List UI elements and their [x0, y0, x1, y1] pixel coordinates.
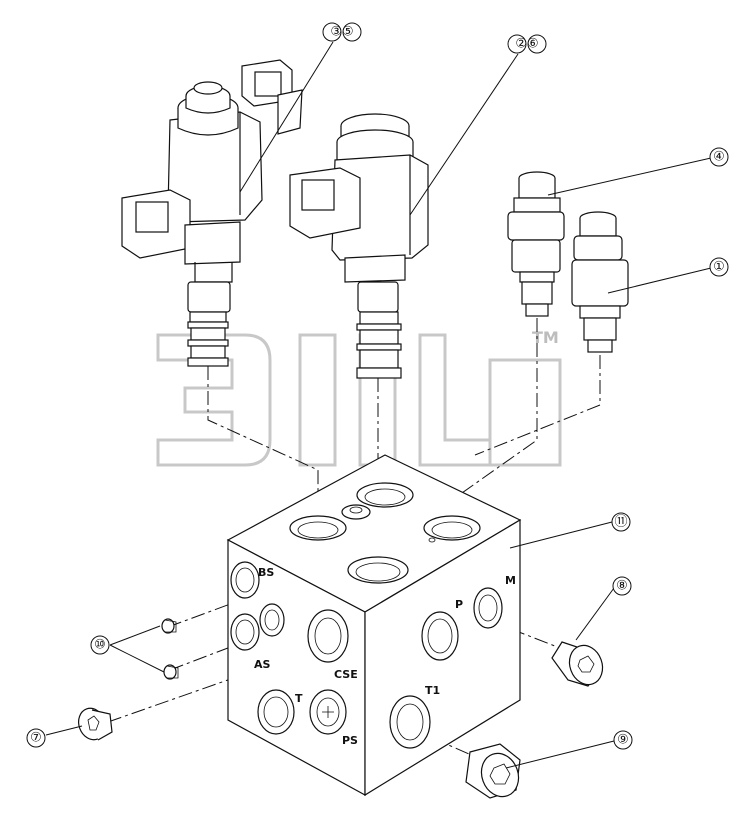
callout-3-5: ③⑤: [322, 22, 362, 42]
callout-label: ⑧: [616, 579, 628, 594]
port-label-bs: BS: [258, 566, 274, 579]
callout-10: ⑩: [90, 635, 110, 655]
plug-7: [78, 707, 113, 741]
orifice-10-upper: [161, 618, 177, 634]
solenoid-valve-left: [121, 59, 303, 367]
callout-7: ⑦: [26, 728, 46, 748]
callout-label: ⑩: [94, 638, 106, 653]
port-label-t: T: [295, 692, 303, 705]
port-label-as: AS: [254, 658, 271, 671]
callout-label: ⑦: [30, 731, 42, 746]
manifold-block: BS AS CSE P M T T1 PS: [226, 454, 522, 797]
callout-9: ⑨: [613, 730, 633, 750]
callout-label: ①: [713, 260, 725, 275]
callout-label: ②⑥: [515, 37, 538, 52]
callout-1: ①: [709, 257, 729, 277]
callout-label: ④: [713, 150, 725, 165]
callout-label: ⑪: [614, 515, 627, 530]
cartridge-valve-1: [571, 211, 629, 353]
trademark-mark: TM: [532, 328, 559, 347]
callout-4: ④: [709, 147, 729, 167]
callout-11: ⑪: [611, 512, 631, 532]
orifice-10-lower: [163, 664, 179, 680]
leader-lines: [45, 41, 712, 769]
port-label-cse: CSE: [334, 668, 358, 681]
plug-9: [465, 743, 521, 799]
plug-8: [551, 641, 604, 687]
callout-8: ⑧: [612, 576, 632, 596]
callout-label: ⑨: [617, 733, 629, 748]
callout-label: ③⑤: [330, 25, 353, 40]
solenoid-valve-middle: [289, 113, 429, 379]
port-label-t1: T1: [425, 684, 440, 697]
port-label-ps: PS: [342, 734, 358, 747]
port-label-m: M: [505, 574, 516, 587]
port-label-p: P: [455, 598, 463, 611]
callout-2-6: ②⑥: [507, 34, 547, 54]
cartridge-valve-4: [507, 171, 565, 317]
